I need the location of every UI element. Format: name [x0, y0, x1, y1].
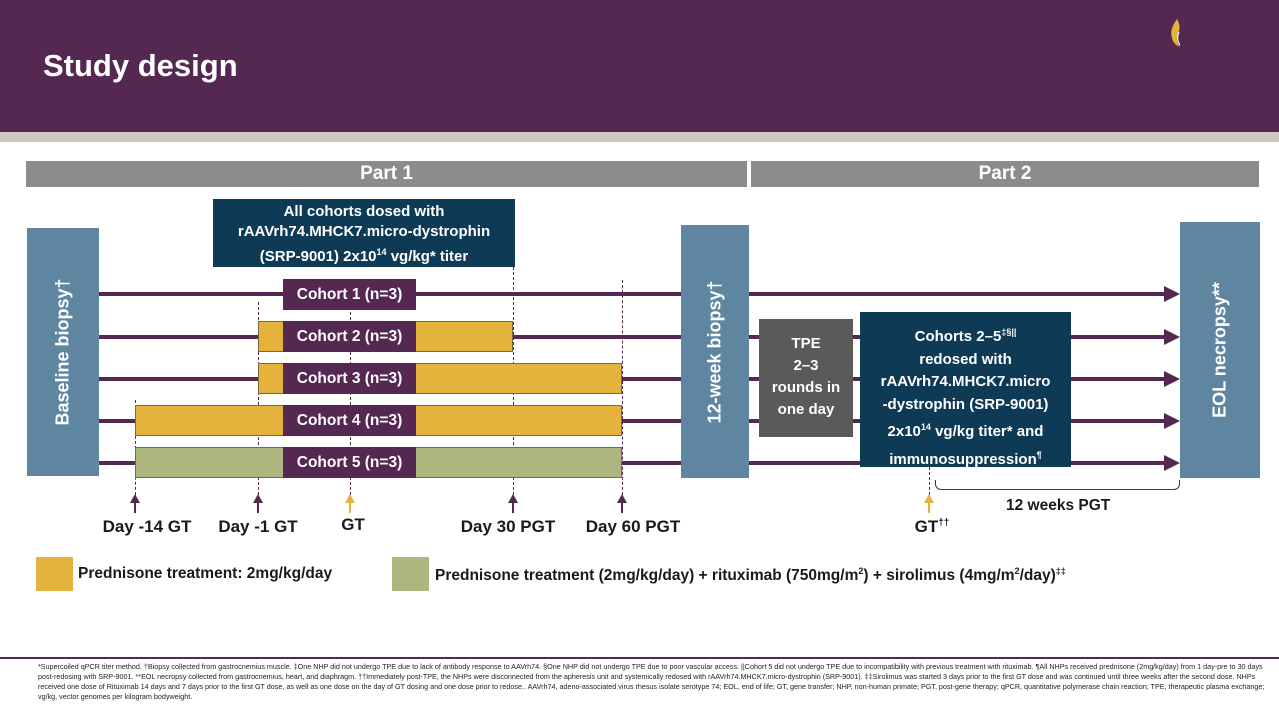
label-day30: Day 30 PGT	[460, 517, 556, 536]
cohort-1-label: Cohort 1 (n=3)	[283, 279, 416, 310]
arrow-stem	[134, 502, 136, 513]
legend-swatch-combo	[392, 557, 429, 591]
label-day60: Day 60 PGT	[585, 517, 681, 536]
redose-line-5: 2x1014 vg/kg titer* and	[887, 422, 1044, 440]
tpe-line-3: rounds in	[771, 379, 841, 396]
label-gt2: GT††	[914, 517, 950, 536]
eol-necropsy-label: EOL necropsy**	[1209, 282, 1230, 418]
arrow-up-icon	[508, 494, 518, 503]
header-divider	[0, 132, 1279, 142]
arrow-up-icon	[617, 494, 627, 503]
timepoint-line-day-minus1	[258, 302, 259, 495]
cohort-2-label: Cohort 2 (n=3)	[283, 321, 416, 352]
arrow-up-icon	[345, 494, 355, 503]
redose-line-1: Cohorts 2–5‡§||	[914, 327, 1017, 345]
redose-box: Cohorts 2–5‡§|| redosed with rAAVrh74.MH…	[860, 312, 1071, 468]
week12-biopsy-label: 12-week biopsy†	[704, 279, 725, 424]
twelve-weeks-bracket	[935, 480, 1180, 490]
legend-prednisone-label: Prednisone treatment: 2mg/kg/day	[78, 565, 333, 582]
page-title: Study design	[43, 48, 238, 83]
baseline-biopsy-label: Baseline biopsy†	[52, 278, 73, 426]
tpe-line-4: one day	[777, 401, 835, 418]
baseline-biopsy-box: Baseline biopsy†	[27, 228, 99, 476]
tpe-line-1: TPE	[791, 335, 821, 352]
twelve-weeks-label: 12 weeks PGT	[1006, 497, 1111, 514]
part-1-header: Part 1	[26, 161, 747, 187]
timepoint-line-day60	[622, 280, 623, 495]
footnote-divider	[0, 657, 1279, 659]
label-day-minus14: Day -14 GT	[102, 517, 192, 536]
footnotes-text: *Supercoiled qPCR titer method. †Biopsy …	[38, 662, 1265, 701]
dosed-line-3: (SRP-9001) 2x1014 vg/kg* titer	[259, 247, 469, 265]
dosed-line-2: rAAVrh74.MHCK7.micro-dystrophin	[237, 223, 491, 240]
legend-swatch-prednisone	[36, 557, 73, 591]
eol-necropsy-box: EOL necropsy**	[1180, 222, 1260, 478]
all-cohorts-dosed-box: All cohorts dosed with rAAVrh74.MHCK7.mi…	[213, 199, 515, 267]
redose-line-3: rAAVrh74.MHCK7.micro	[880, 373, 1051, 390]
arrow-stem	[621, 502, 623, 513]
tpe-box: TPE 2–3 rounds in one day	[759, 319, 853, 437]
arrow-stem	[512, 502, 514, 513]
label-day-minus1: Day -1 GT	[218, 517, 298, 536]
header-banner	[0, 0, 1279, 132]
arrow-stem	[257, 502, 259, 513]
arrow-up-icon	[924, 494, 934, 503]
cohort-4-label: Cohort 4 (n=3)	[283, 405, 416, 436]
legend-combo-label: Prednisone treatment (2mg/kg/day) + ritu…	[435, 566, 1066, 585]
redose-line-6: immunosuppression¶	[889, 449, 1042, 468]
cohort-3-label: Cohort 3 (n=3)	[283, 363, 416, 394]
dosed-line-1: All cohorts dosed with	[283, 203, 445, 220]
flame-logo-icon	[1171, 19, 1181, 47]
redose-line-2: redosed with	[919, 350, 1012, 368]
cohort-5-label: Cohort 5 (n=3)	[283, 447, 416, 478]
label-gt: GT	[341, 515, 365, 534]
arrow-up-icon	[253, 494, 263, 503]
arrow-up-icon	[130, 494, 140, 503]
tpe-line-2: 2–3	[793, 357, 819, 374]
arrow-stem	[928, 502, 930, 513]
timepoint-line-gt	[350, 302, 351, 495]
week12-biopsy-box: 12-week biopsy†	[681, 225, 749, 478]
timepoint-line-gt2	[929, 467, 930, 495]
part-2-header: Part 2	[751, 161, 1259, 187]
arrow-stem	[349, 502, 351, 513]
redose-line-4: -dystrophin (SRP-9001)	[882, 395, 1049, 413]
